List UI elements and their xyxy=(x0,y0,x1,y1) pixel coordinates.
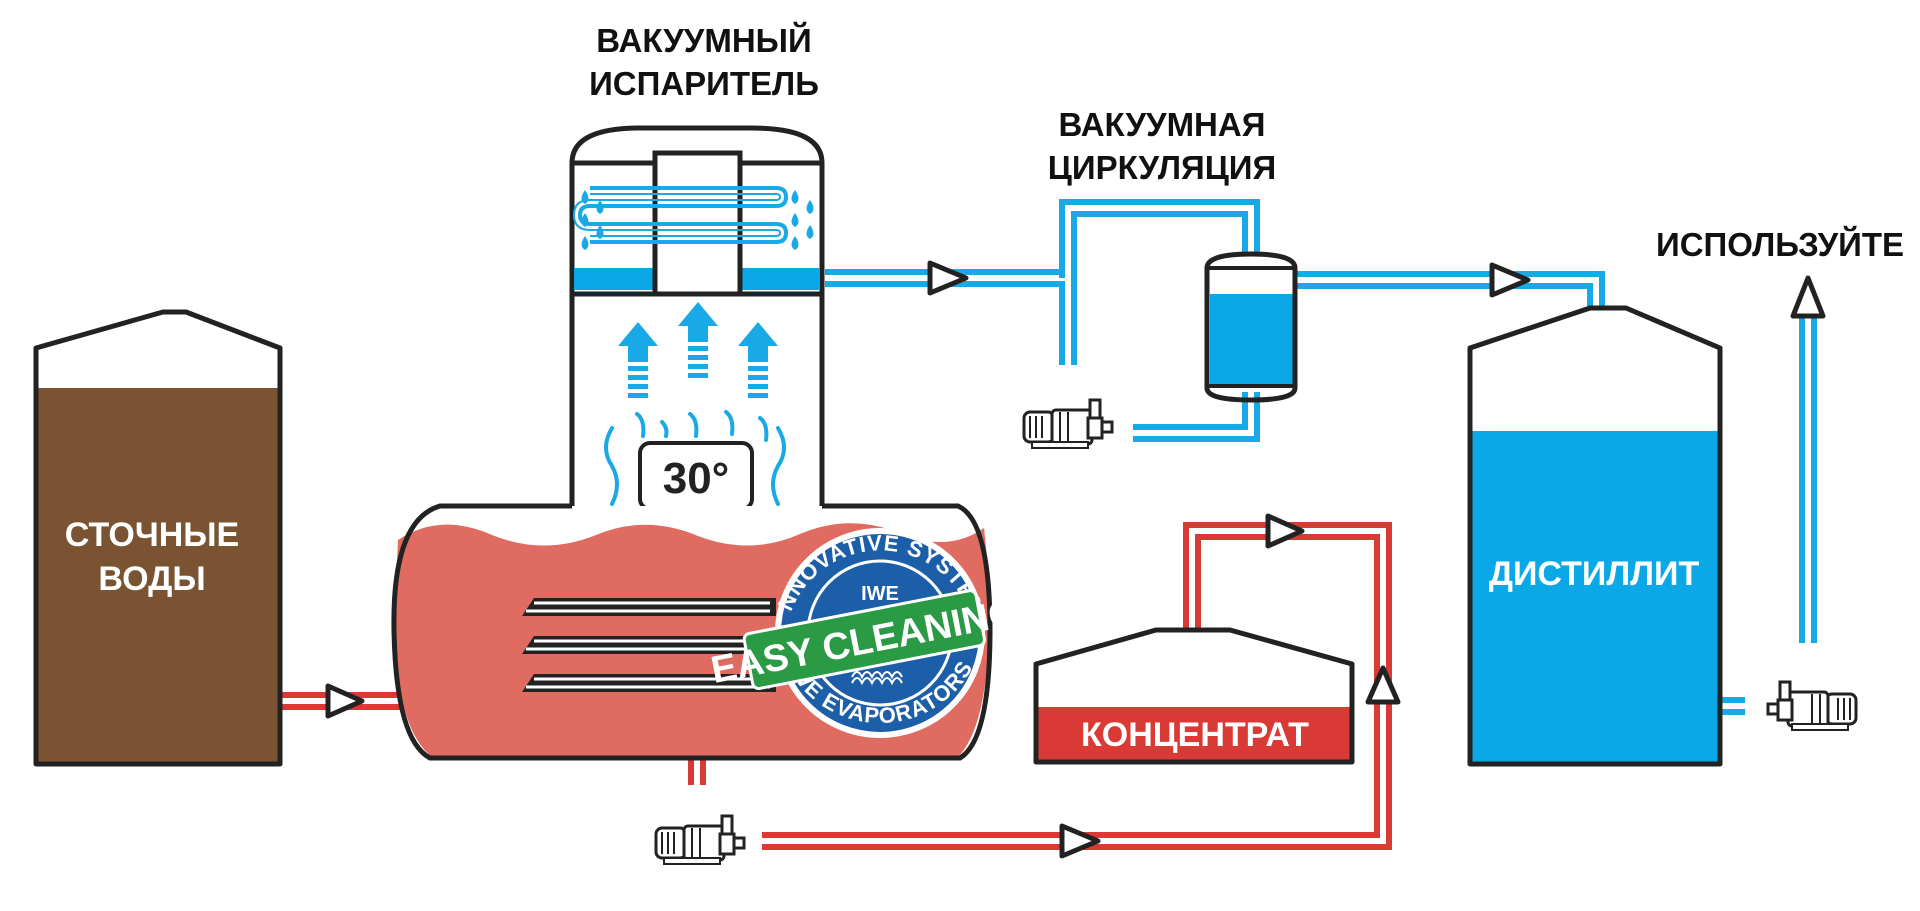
wastewater-label: СТОЧНЫЕ xyxy=(65,516,239,554)
water-drop-icon xyxy=(581,190,814,250)
concentrate-tank: КОНЦЕНТРАТ xyxy=(1033,627,1355,765)
distillate-outlet-pipe xyxy=(1718,318,1817,715)
temperature-label: 30° xyxy=(663,454,730,503)
concentrate-pump-icon xyxy=(654,814,746,866)
vacuum-circuit-pipe xyxy=(825,199,1605,442)
concentrate-label: КОНЦЕНТРАТ xyxy=(1081,716,1309,754)
coil-logo-icon xyxy=(851,671,903,686)
distillate-pump-icon xyxy=(1766,680,1858,732)
evaporator-title-2: ИСПАРИТЕЛЬ xyxy=(589,65,819,102)
distillate-tank: ДИСТИЛЛИТ xyxy=(1467,305,1723,767)
heating-plates xyxy=(522,598,776,692)
vacuum-pump-icon xyxy=(1022,398,1114,450)
wastewater-label-2: ВОДЫ xyxy=(98,560,205,598)
distillate-label: ДИСТИЛЛИТ xyxy=(1489,555,1700,593)
circulation-title-2: ЦИРКУЛЯЦИЯ xyxy=(1048,149,1277,186)
use-title: ИСПОЛЬЗУЙТЕ xyxy=(1656,225,1904,263)
heat-wave-icon xyxy=(604,410,786,506)
condenser-coil-icon xyxy=(572,186,789,244)
vacuum-vessel xyxy=(1204,251,1298,403)
flow-arrow-icon xyxy=(325,260,1826,859)
evaporator-title: ВАКУУМНЫЙ xyxy=(596,21,811,59)
concentrate-circuit-pipe xyxy=(688,522,1392,850)
circulation-title: ВАКУУМНАЯ xyxy=(1059,106,1266,143)
badge-logo: IWE xyxy=(861,583,899,605)
wastewater-tank: СТОЧНЫЕ ВОДЫ xyxy=(33,302,283,767)
steam-arrow-icon xyxy=(618,302,778,398)
